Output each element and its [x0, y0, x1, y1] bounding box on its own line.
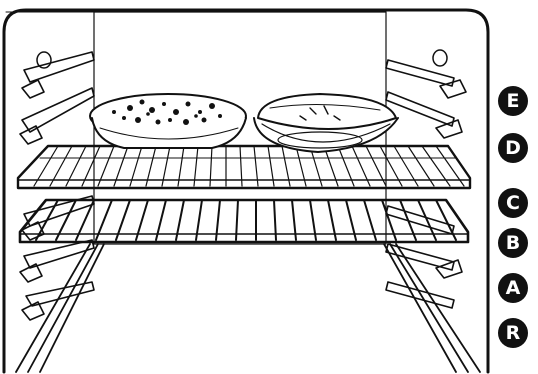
pie-double-crust	[254, 94, 398, 152]
rack-position-e-badge: E	[498, 86, 528, 116]
rack-position-c-badge: C	[498, 188, 528, 218]
side-rails	[16, 244, 480, 372]
rack-position-b-badge: B	[498, 228, 528, 258]
pie-crumble-topping	[90, 94, 246, 148]
left-wall-screw-icon	[37, 52, 51, 68]
rack-position-r-badge: R	[498, 318, 528, 348]
rack-position-d-badge: D	[498, 133, 528, 163]
right-wall-screw-icon	[433, 50, 447, 66]
left-rack-supports	[20, 52, 94, 320]
oven-cavity-outline	[4, 10, 488, 372]
right-rack-supports	[386, 60, 466, 308]
upper-oven-rack	[18, 146, 470, 188]
rack-position-a-badge: A	[498, 273, 528, 303]
